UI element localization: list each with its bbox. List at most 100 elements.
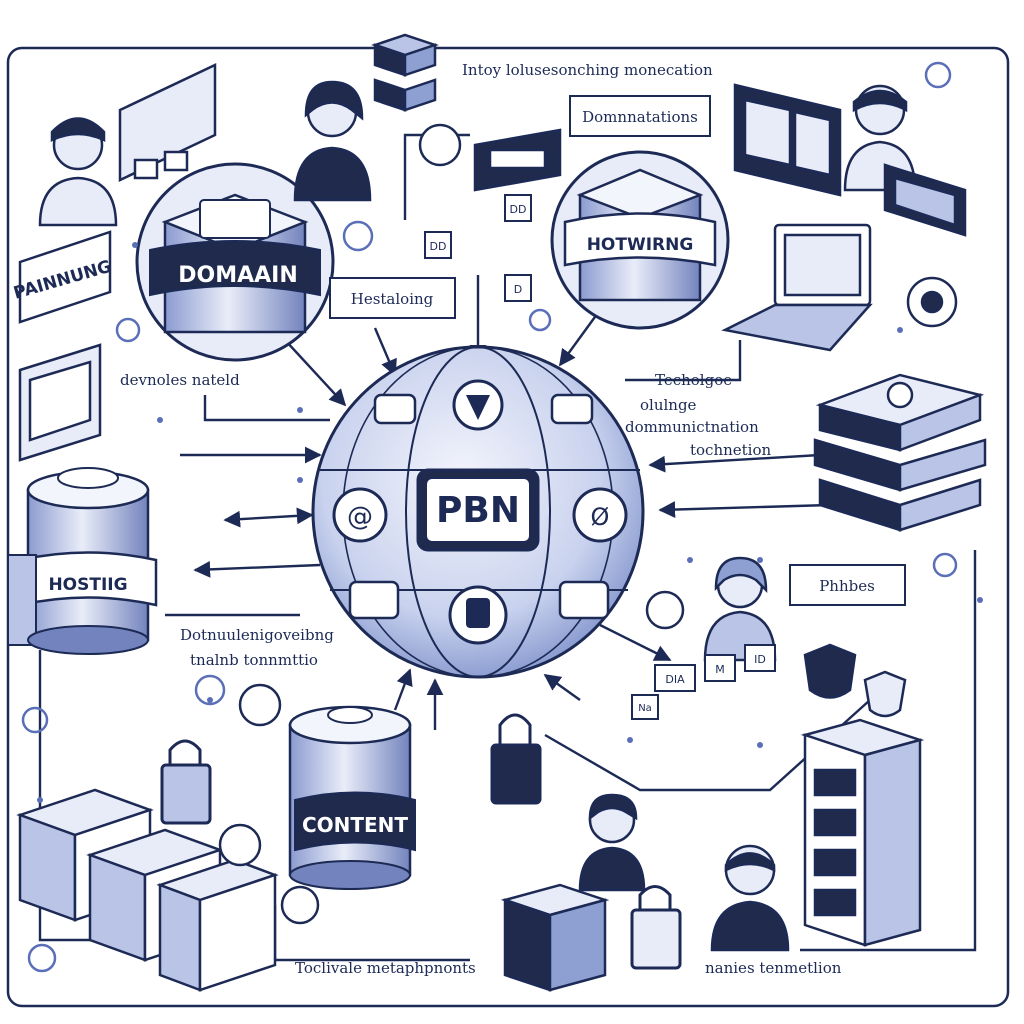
- caption-devnoles: devnoles nateld: [120, 371, 240, 389]
- globe-icon-bottom-left: [348, 580, 400, 620]
- chat-bubble-icon: [218, 823, 262, 867]
- shield-icon: [803, 643, 857, 699]
- caption-bottom-right: nanies tenmetlion: [705, 959, 842, 977]
- shield-icon: [863, 670, 907, 718]
- pbn-hub: @ Ø PBN: [311, 345, 645, 679]
- padlock-icon-center: [490, 713, 542, 805]
- person-top-center: [293, 80, 372, 202]
- caption-techolgoe-2: dommunictnation: [625, 418, 759, 436]
- svg-text:Na: Na: [638, 703, 652, 714]
- hotwiring-node: HOTWIRNG: [550, 150, 730, 330]
- arrow-bottom-1: [393, 668, 413, 711]
- globe-icon-top-right: [550, 393, 594, 425]
- content-label: CONTENT: [302, 813, 408, 837]
- decor-bubbles: [218, 123, 958, 925]
- svg-text:M: M: [715, 663, 725, 676]
- globe-icon-left: [332, 487, 388, 543]
- arrow-hotwiring: [559, 309, 601, 367]
- gear-icon: [924, 61, 952, 89]
- gear-icon: [194, 674, 226, 706]
- caption-techolgoe-0: Techolgoe: [655, 371, 732, 389]
- globe-icon-right: [572, 487, 628, 543]
- pbn-label: PBN: [436, 490, 520, 531]
- gear-icon: [342, 220, 374, 252]
- padlock-icon-bottom: [630, 885, 682, 970]
- caption-bottom-left: Toclivale metaphpnonts: [295, 959, 476, 977]
- arrow-domain: [284, 339, 347, 407]
- person-bottom-right: [710, 844, 790, 952]
- chat-bubble-icon: [645, 590, 685, 630]
- monitor-icon-left: [18, 343, 102, 462]
- arrow-left-2: [223, 507, 314, 528]
- svg-text:DD: DD: [510, 203, 527, 216]
- shield-icons: [803, 643, 907, 718]
- dominations-label: Domnnatations: [582, 108, 698, 126]
- gear-icon: [27, 943, 57, 973]
- tablet-icon-right: [883, 163, 967, 237]
- decor-gears: [21, 61, 958, 973]
- flag-icon-b: DD: [504, 194, 532, 222]
- chat-bubble-icon: [280, 885, 320, 925]
- connectors: [38, 133, 977, 962]
- caption-techolgoe-3: tochnetion: [690, 441, 772, 459]
- arrow-left-3: [193, 561, 321, 578]
- server-stack-top: [371, 33, 439, 112]
- stacked-boxes-icon: [16, 788, 279, 992]
- caption-dotnual-1: tnalnb tonnmttio: [190, 651, 318, 669]
- content-node: CONTENT: [288, 705, 416, 890]
- chat-bubble-icon: [238, 683, 282, 727]
- chat-bubble-icon: [418, 123, 462, 167]
- tag-planning: PAINNUNG: [11, 230, 114, 324]
- gear-icon: [932, 552, 958, 578]
- server-rack-icon: [800, 718, 925, 947]
- arrow-right-1: [648, 453, 821, 473]
- flag-icon-a: DD: [424, 231, 452, 259]
- svg-text:@: @: [347, 502, 373, 532]
- arrow-hest: [373, 327, 397, 377]
- browser-window-icon: [118, 63, 217, 182]
- gear-icon: [115, 317, 141, 343]
- tag-hestaloing: Hestaloing: [329, 277, 456, 319]
- flag-icon-c: D: [504, 274, 532, 302]
- hotwiring-label: HOTWIRNG: [587, 235, 694, 255]
- person-bottom-center: [578, 793, 646, 892]
- hosting-node: HOSTIIG: [7, 467, 158, 655]
- leader-devnoles: [203, 395, 330, 422]
- outer-frame: [6, 46, 1010, 1008]
- gear-icon: [528, 308, 552, 332]
- globe-icon-top-left: [373, 393, 417, 425]
- domain-node: DOMAAIN: [135, 162, 335, 362]
- domain-label: DOMAAIN: [178, 263, 298, 288]
- svg-text:DD: DD: [430, 240, 447, 253]
- person-top-left: [38, 117, 118, 227]
- tag-dominations: Domnnatations: [569, 95, 711, 137]
- leader-techolgoe: [625, 340, 742, 382]
- phhbes-label: Phhbes: [819, 577, 875, 595]
- leader-right: [800, 550, 977, 952]
- arrow-right-2: [658, 501, 831, 518]
- padlock-icon-left: [160, 739, 212, 825]
- laptop-icon: [721, 223, 873, 352]
- svg-text:DIA: DIA: [665, 673, 685, 686]
- dia-flags: DIA M ID Na: [631, 644, 776, 720]
- decor-dots: [37, 242, 983, 803]
- chat-window-icon: [473, 128, 562, 192]
- arrow-bottom-3: [543, 674, 581, 701]
- caption-dotnual-0: Dotnuulenigoveibng: [180, 626, 334, 644]
- svg-text:ID: ID: [754, 653, 766, 666]
- svg-text:D: D: [514, 283, 522, 296]
- gear-icon: [886, 381, 914, 409]
- globe-icon-bottom-right: [558, 580, 610, 620]
- box-pedestal-bottom: [500, 883, 610, 992]
- book-stack-icon: [813, 373, 987, 532]
- hestaloing-label: Hestaloing: [351, 290, 434, 308]
- monitor-icon-top-right: [733, 83, 842, 197]
- svg-text:Ø: Ø: [591, 503, 610, 531]
- tag-phhbes: Phhbes: [789, 564, 906, 606]
- arrow-bottom-4: [599, 623, 672, 662]
- caption-techolgoe-1: olulnge: [640, 396, 697, 414]
- hosting-label: HOSTIIG: [48, 575, 127, 595]
- gear-icon: [21, 706, 49, 734]
